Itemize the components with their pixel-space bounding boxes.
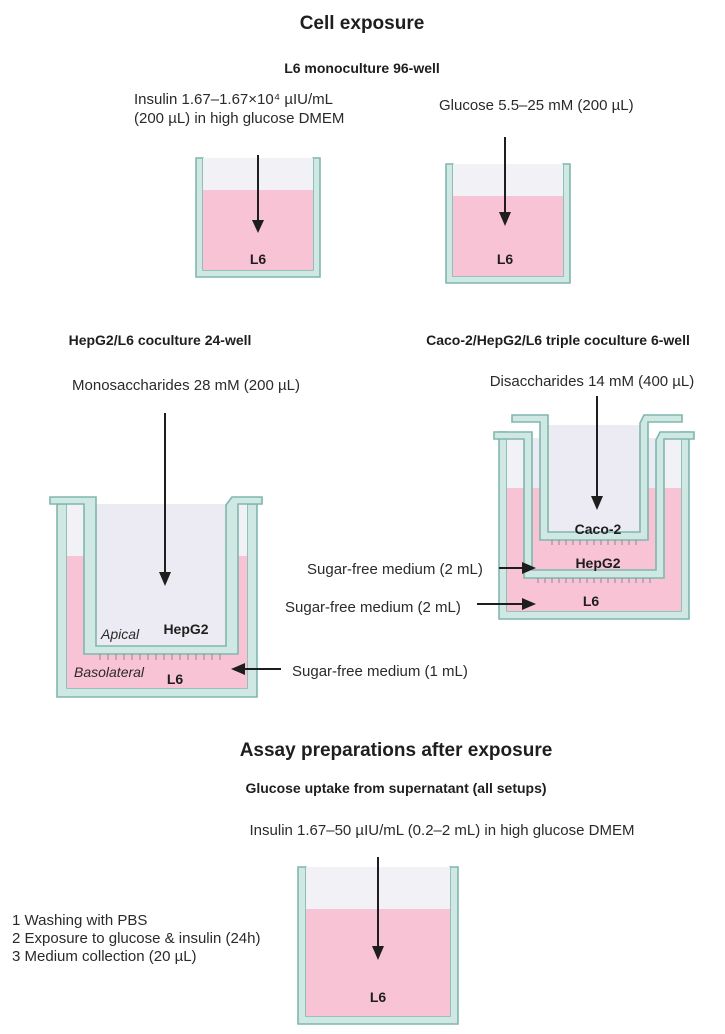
hepg2-membrane <box>537 578 651 583</box>
coculture-insert-cell-label: HepG2 <box>163 621 208 637</box>
triple-bottom-medium-arrow <box>477 598 536 610</box>
triple-middle-medium-label: Sugar-free medium (2 mL) <box>307 561 483 578</box>
basolateral-label: Basolateral <box>74 664 145 680</box>
assay-step-3: 3 Medium collection (20 µL) <box>12 948 197 965</box>
assay-subtitle: Glucose uptake from supernatant (all set… <box>245 780 546 796</box>
glucose-arrow <box>499 137 511 226</box>
cell-exposure-title: Cell exposure <box>300 13 425 34</box>
coculture-well: Apical HepG2 Basolateral L6 <box>49 496 263 698</box>
coculture-bottom-cell-label: L6 <box>167 671 184 687</box>
triple-bottom-medium-label: Sugar-free medium (2 mL) <box>285 599 461 616</box>
coculture-medium-arrow <box>231 663 281 675</box>
monosaccharides-label: Monosaccharides 28 mM (200 µL) <box>72 377 300 394</box>
caco2-membrane <box>551 540 637 545</box>
assay-insulin-label: Insulin 1.67–50 µIU/mL (0.2–2 mL) in hig… <box>250 822 635 839</box>
triple-middle-medium-arrow <box>499 562 536 574</box>
glucose-label: Glucose 5.5–25 mM (200 µL) <box>439 97 634 114</box>
assay-insulin-arrow <box>372 857 384 960</box>
monoculture-title: L6 monoculture 96-well <box>284 60 440 76</box>
monosaccharides-arrow <box>159 413 171 586</box>
coculture-title: HepG2/L6 coculture 24-well <box>69 332 252 348</box>
assay-cell-label: L6 <box>370 989 387 1005</box>
insulin-label-line2: (200 µL) in high glucose DMEM <box>134 110 344 127</box>
caco2-cell-label: Caco-2 <box>575 521 622 537</box>
triple-title: Caco-2/HepG2/L6 triple coculture 6-well <box>426 332 690 348</box>
triple-l6-cell-label: L6 <box>583 593 600 609</box>
disaccharides-label: Disaccharides 14 mM (400 µL) <box>490 373 695 390</box>
disaccharides-arrow <box>591 396 603 510</box>
insulin-arrow <box>252 155 264 233</box>
apical-label: Apical <box>100 626 140 642</box>
coculture-membrane <box>99 654 221 660</box>
coculture-medium-label: Sugar-free medium (1 mL) <box>292 663 468 680</box>
triple-hepg2-cell-label: HepG2 <box>575 555 620 571</box>
insulin-label-line1: Insulin 1.67–1.67×10⁴ µIU/mL <box>134 91 333 108</box>
monoculture-right-cell-label: L6 <box>497 251 514 267</box>
assay-title: Assay preparations after exposure <box>240 740 553 761</box>
assay-step-1: 1 Washing with PBS <box>12 912 147 929</box>
triple-well: Caco-2 HepG2 L6 <box>493 414 695 620</box>
assay-step-2: 2 Exposure to glucose & insulin (24h) <box>12 930 260 947</box>
monoculture-left-cell-label: L6 <box>250 251 267 267</box>
monoculture-right-well: L6 <box>445 163 571 284</box>
